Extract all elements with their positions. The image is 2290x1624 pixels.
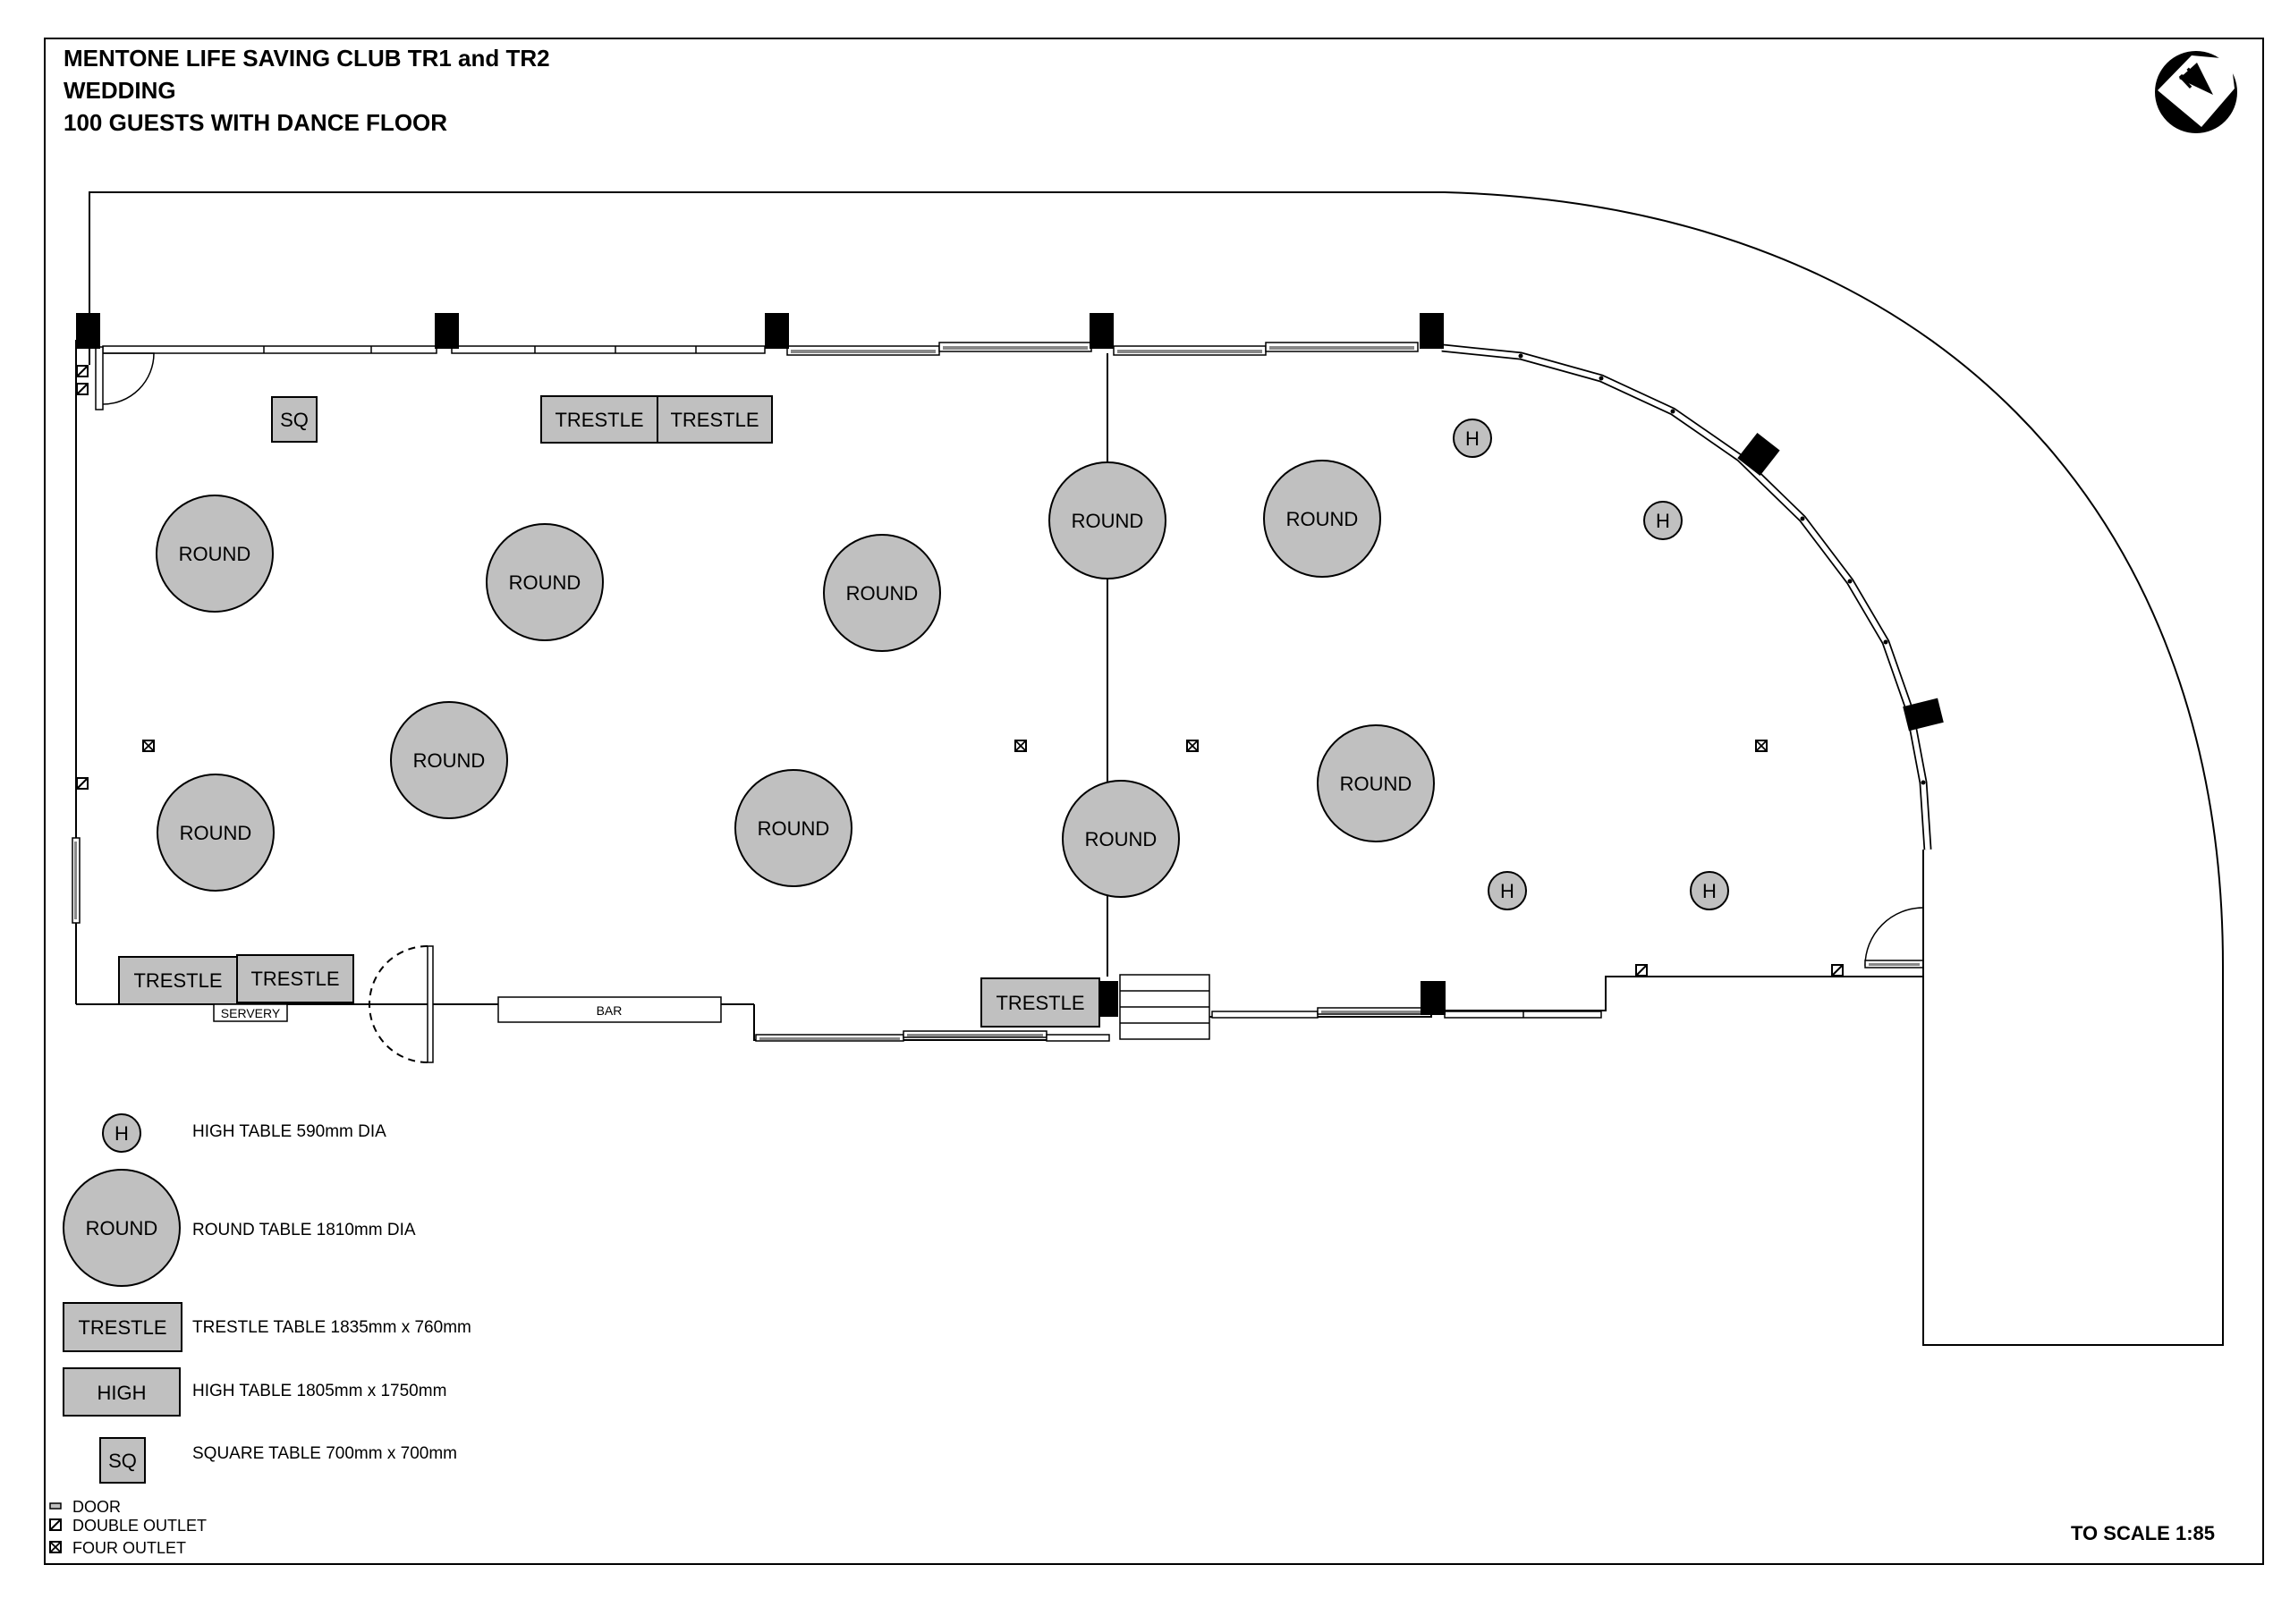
trestle-table: TRESTLE (540, 395, 658, 444)
plan-title-guests: 100 GUESTS WITH DANCE FLOOR (64, 109, 448, 136)
svg-text:H: H (1702, 880, 1717, 902)
round-table: ROUND (390, 701, 508, 819)
round-table: ROUND (1048, 461, 1166, 579)
svg-text:H: H (1465, 427, 1480, 450)
svg-text:HIGH: HIGH (98, 1382, 147, 1404)
high-round-tables: H H H H (1453, 419, 1729, 910)
south-wall (76, 850, 1924, 1063)
svg-text:ROUND: ROUND (413, 749, 486, 772)
svg-text:SERVERY: SERVERY (221, 1006, 281, 1020)
plan-title-venue: MENTONE LIFE SAVING CLUB TR1 and TR2 (64, 45, 550, 72)
svg-text:TRESTLE: TRESTLE (670, 409, 759, 431)
legend-square: SQ SQUARE TABLE 700mm x 700mm (99, 1437, 457, 1484)
key-door: DOOR (49, 1498, 121, 1516)
legend-trestle: TRESTLE TRESTLE TABLE 1835mm x 760mm (63, 1302, 471, 1352)
trestle-table: TRESTLE (657, 395, 773, 444)
svg-text:TRESTLE: TRESTLE (133, 969, 222, 992)
legend-high-round: H HIGH TABLE 590mm DIA (102, 1113, 386, 1153)
svg-text:ROUND: ROUND (1340, 773, 1412, 795)
high-table: H (1643, 501, 1683, 540)
svg-text:ROUND: ROUND (1085, 828, 1158, 850)
svg-text:HIGH TABLE 590mm DIA: HIGH TABLE 590mm DIA (192, 1122, 386, 1141)
svg-text:TRESTLE: TRESTLE (250, 968, 339, 990)
legend-high: HIGH HIGH TABLE 1805mm x 1750mm (63, 1367, 446, 1417)
trestle-tables: TRESTLE TRESTLE TRESTLE TRESTLE TRESTLE … (118, 395, 1100, 1028)
key-double-outlet: DOUBLE OUTLET (49, 1517, 207, 1535)
legend-round: ROUND ROUND TABLE 1810mm DIA (63, 1169, 416, 1287)
svg-text:TRESTLE: TRESTLE (996, 992, 1084, 1014)
svg-text:TRESTLE: TRESTLE (555, 409, 643, 431)
power-outlets (76, 365, 1844, 977)
round-table: ROUND (156, 495, 274, 613)
svg-text:SQ: SQ (280, 409, 309, 431)
high-table: H (1453, 419, 1492, 458)
svg-text:DOOR: DOOR (72, 1498, 121, 1516)
svg-text:ROUND: ROUND (758, 817, 830, 840)
svg-text:H: H (1500, 880, 1514, 902)
servery: SERVERY (213, 1003, 288, 1022)
plan-title-event: WEDDING (64, 77, 176, 104)
drawing-scale: TO SCALE 1:85 (2071, 1522, 2215, 1544)
round-table: ROUND (157, 774, 275, 892)
svg-text:ROUND: ROUND (179, 543, 251, 565)
high-table: H (1690, 871, 1729, 910)
trestle-table: TRESTLE (118, 956, 238, 1005)
sheet-border (44, 38, 2264, 1565)
curved-window-wall (1441, 343, 1932, 850)
deck-outline (89, 191, 2224, 1346)
high-table: H (1488, 871, 1527, 910)
bar: BAR (497, 996, 722, 1023)
svg-text:H: H (114, 1122, 129, 1145)
west-wall (72, 340, 155, 1004)
north-wall (102, 342, 1419, 356)
svg-text:ROUND: ROUND (846, 582, 919, 605)
trestle-table: TRESTLE (236, 954, 354, 1003)
svg-text:BAR: BAR (597, 1003, 623, 1018)
round-table: ROUND (734, 769, 852, 887)
svg-text:TRESTLE: TRESTLE (78, 1316, 166, 1339)
svg-text:ROUND TABLE 1810mm DIA: ROUND TABLE 1810mm DIA (192, 1221, 416, 1239)
trestle-table: TRESTLE (980, 977, 1100, 1028)
round-table: ROUND (823, 534, 941, 652)
north-compass-icon: N (2155, 51, 2237, 133)
square-table: SQ (271, 396, 318, 443)
round-tables: ROUND ROUND ROUND ROUND ROUND ROUND ROUN… (156, 460, 1435, 898)
svg-text:SQ: SQ (108, 1450, 137, 1472)
svg-text:HIGH TABLE 1805mm x 1750mm: HIGH TABLE 1805mm x 1750mm (192, 1382, 446, 1400)
symbol-key: DOOR DOUBLE OUTLET FOUR OUTLET (49, 1498, 207, 1557)
svg-text:ROUND: ROUND (509, 571, 581, 594)
svg-text:SQUARE TABLE 700mm x 700mm: SQUARE TABLE 700mm x 700mm (192, 1444, 457, 1463)
svg-text:ROUND: ROUND (86, 1217, 158, 1239)
round-table: ROUND (1263, 460, 1381, 578)
stairs (1119, 974, 1210, 1040)
round-table: ROUND (1062, 780, 1180, 898)
svg-text:ROUND: ROUND (180, 822, 252, 844)
svg-text:TRESTLE TABLE 1835mm x 760mm: TRESTLE TABLE 1835mm x 760mm (192, 1318, 471, 1337)
round-table: ROUND (486, 523, 604, 641)
svg-text:H: H (1656, 510, 1670, 532)
svg-text:ROUND: ROUND (1072, 510, 1144, 532)
svg-text:ROUND: ROUND (1286, 508, 1359, 530)
round-table: ROUND (1317, 724, 1435, 842)
svg-text:DOUBLE OUTLET: DOUBLE OUTLET (72, 1517, 207, 1535)
pillars (76, 313, 1944, 1017)
table-legend: H HIGH TABLE 590mm DIA ROUND ROUND TABLE… (63, 1113, 471, 1484)
key-four-outlet: FOUR OUTLET (49, 1539, 186, 1557)
svg-text:FOUR OUTLET: FOUR OUTLET (72, 1539, 186, 1557)
